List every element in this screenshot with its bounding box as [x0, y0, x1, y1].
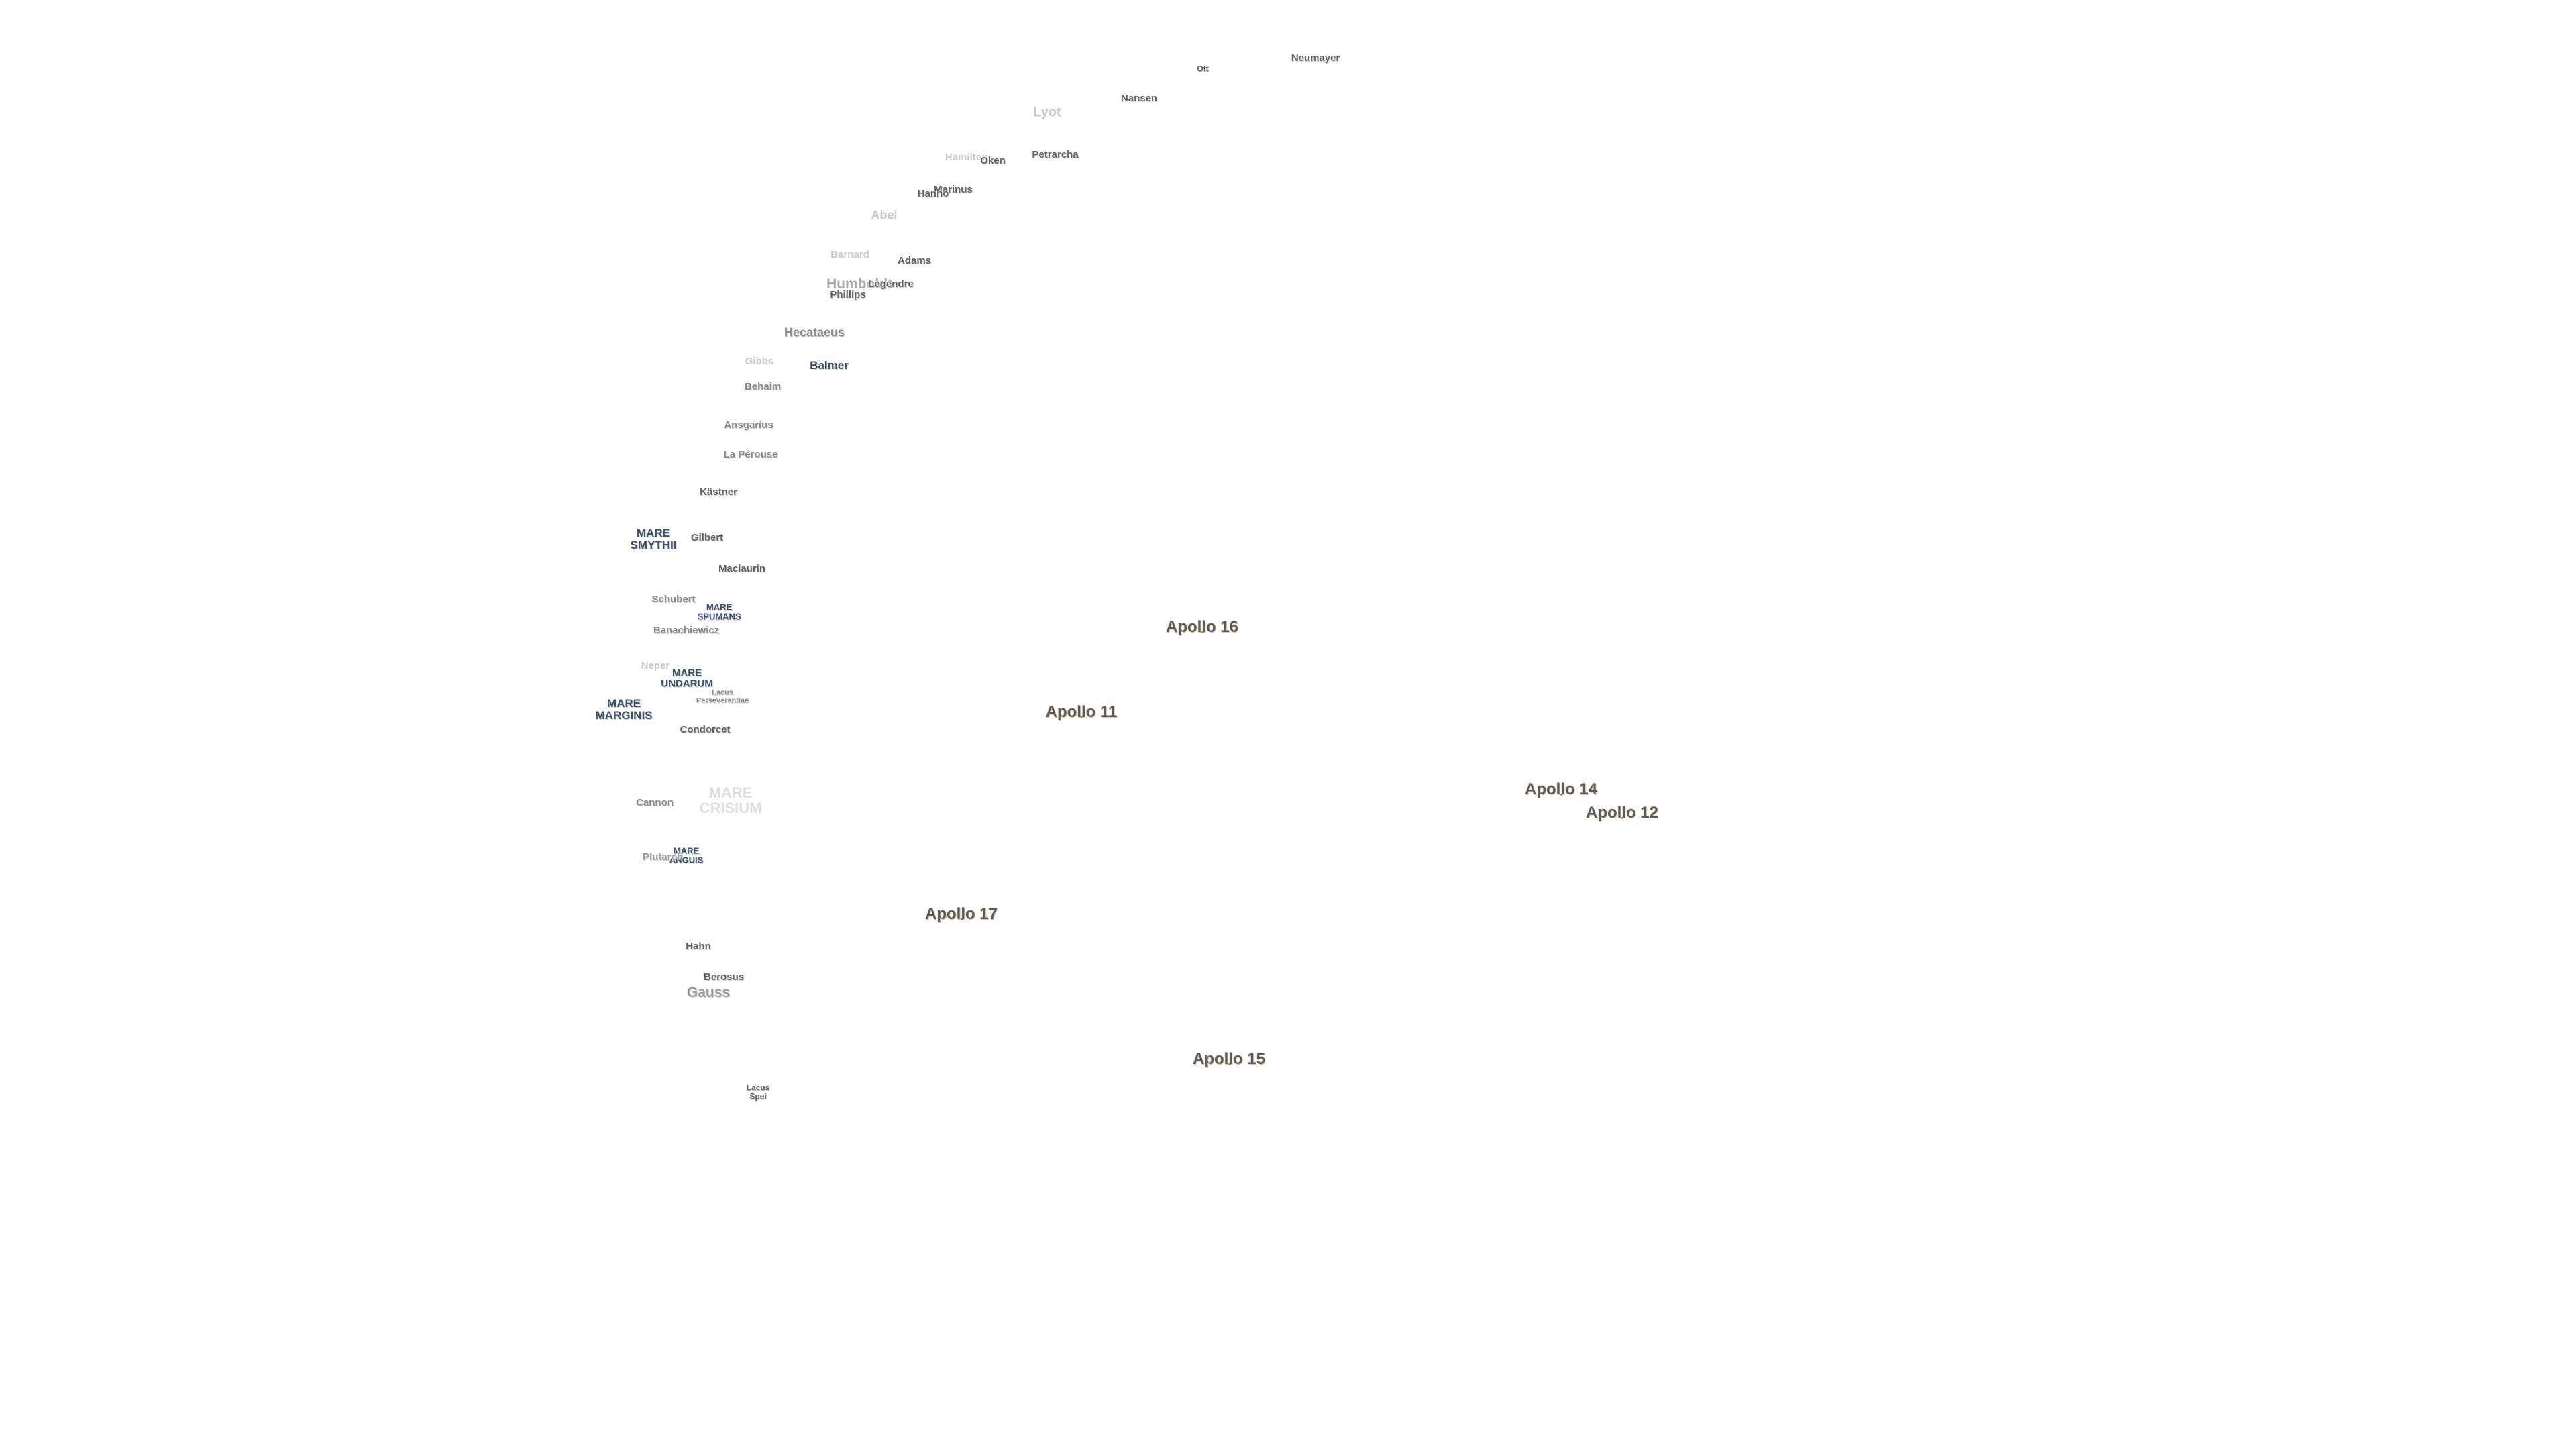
- crater-maclaurin[interactable]: Maclaurin: [718, 563, 766, 575]
- crater-humboldt[interactable]: Humboldt: [826, 276, 892, 292]
- crater-phillips[interactable]: Phillips: [830, 289, 866, 301]
- crater-ansgarius[interactable]: Ansgarius: [724, 419, 773, 431]
- apollo-17-marker[interactable]: Apollo 17: [925, 906, 998, 924]
- crater-oken[interactable]: Oken: [980, 155, 1006, 167]
- crater-cannon[interactable]: Cannon: [636, 797, 674, 809]
- crater-la-perouse[interactable]: La Pérouse: [723, 449, 778, 461]
- crater-berosus[interactable]: Berosus: [703, 971, 745, 983]
- crater-plutarch[interactable]: Plutarch: [642, 851, 684, 863]
- landing-site-icon: [1080, 716, 1083, 719]
- crater-hecataeus[interactable]: Hecataeus: [784, 325, 845, 339]
- crater-kastner[interactable]: Kästner: [700, 486, 737, 498]
- apollo-12-marker[interactable]: Apollo 12: [1586, 804, 1658, 823]
- crater-adams[interactable]: Adams: [897, 255, 932, 267]
- crater-hamilton[interactable]: Hamilton: [945, 152, 989, 164]
- crater-legendre[interactable]: Legendre: [868, 278, 914, 290]
- crater-ott[interactable]: Ott: [1197, 64, 1209, 74]
- crater-nansen[interactable]: Nansen: [1120, 93, 1158, 105]
- landing-site-icon: [1560, 794, 1562, 796]
- landing-site-icon: [1621, 817, 1623, 820]
- crater-gauss[interactable]: Gauss: [686, 984, 731, 1000]
- apollo-14-marker[interactable]: Apollo 14: [1525, 781, 1597, 800]
- crater-schubert[interactable]: Schubert: [651, 594, 696, 606]
- crater-gilbert[interactable]: Gilbert: [690, 532, 724, 544]
- crater-neper[interactable]: Neper: [641, 660, 670, 672]
- crater-gibbs[interactable]: Gibbs: [745, 356, 774, 368]
- apollo-15-marker[interactable]: Apollo 15: [1193, 1051, 1265, 1069]
- crater-marinus[interactable]: Marinus: [934, 184, 973, 196]
- crater-hahn[interactable]: Hahn: [686, 941, 711, 953]
- crater-barnard[interactable]: Barnard: [830, 249, 869, 261]
- landing-site-icon: [960, 918, 963, 921]
- crater-balmer[interactable]: Balmer: [810, 359, 849, 372]
- landing-site-icon: [1228, 1063, 1230, 1066]
- crater-petrarcha[interactable]: Petrarcha: [1032, 149, 1079, 161]
- landing-site-icon: [1201, 631, 1203, 634]
- crater-behaim[interactable]: Behaim: [744, 381, 782, 393]
- crater-abel[interactable]: Abel: [871, 208, 898, 222]
- crater-lyot[interactable]: Lyot: [1033, 105, 1061, 120]
- apollo-11-marker[interactable]: Apollo 11: [1046, 704, 1118, 722]
- crater-neumayer[interactable]: Neumayer: [1291, 52, 1340, 64]
- crater-hanno[interactable]: Hanno: [917, 188, 949, 200]
- crater-condorcet[interactable]: Condorcet: [680, 724, 731, 736]
- apollo-16-marker[interactable]: Apollo 16: [1166, 619, 1238, 637]
- crater-banachiewicz[interactable]: Banachiewicz: [653, 625, 720, 637]
